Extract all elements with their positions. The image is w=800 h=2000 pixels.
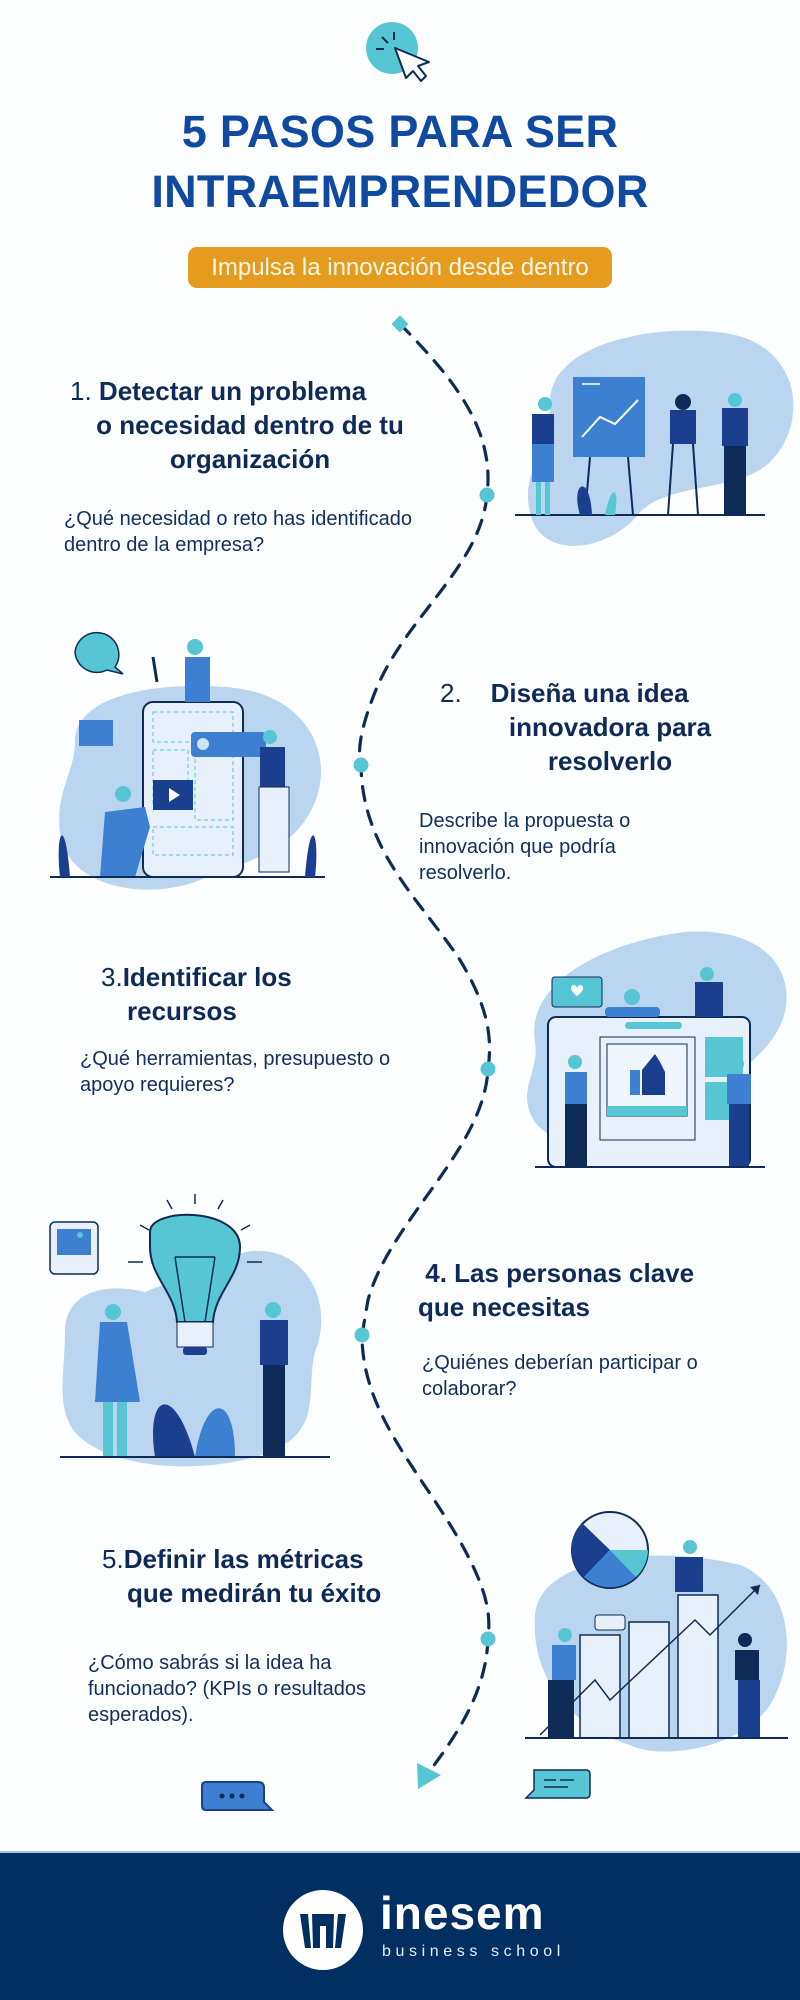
step-5-title-first: Definir las métricas <box>123 1544 364 1574</box>
step-1-title-rest: o necesidad dentro de tu organización <box>96 410 404 474</box>
team-building-mobile-app-illustration <box>50 631 325 890</box>
step-5-number: 5. <box>102 1544 124 1574</box>
step2-marker-dot <box>353 757 369 773</box>
message-chat-bubble-icon <box>524 1769 591 1799</box>
team-presentation-chart-illustration <box>515 330 794 546</box>
brand-name: inesem <box>380 1887 545 1939</box>
step3-marker-dot <box>480 1061 496 1077</box>
path-start-diamond-icon <box>391 315 409 333</box>
social-media-like-illustration <box>527 931 787 1168</box>
step4-marker-dot <box>354 1327 370 1343</box>
step-2-title-first: Diseña una idea <box>490 678 689 708</box>
subtitle-badge: Impulsa la innovación desde dentro <box>188 247 612 288</box>
step-2-title: 2. Diseña una idea innovadora para resol… <box>440 676 740 778</box>
footer <box>0 1851 800 2000</box>
step-5-title-rest: que medirán tu éxito <box>127 1578 382 1608</box>
step-1-number: 1. <box>70 376 92 406</box>
step-1-title: 1. Detectar un problema o necesidad dent… <box>70 374 410 476</box>
step-4-title-first: Las personas clave <box>454 1258 695 1288</box>
step-3-title: 3.Identificar los recursos <box>101 960 381 1028</box>
step-5-description: ¿Cómo sabrás si la idea ha funcionado? (… <box>88 1652 366 1726</box>
inesem-logo-icon[interactable] <box>283 1890 363 1970</box>
typing-chat-bubble-icon <box>201 1781 275 1811</box>
page-title: 5 PASOS PARA SER INTRAEMPRENDEDOR <box>0 102 800 222</box>
step-4-title-rest: que necesitas <box>418 1292 590 1322</box>
lightbulb-idea-team-illustration <box>49 1194 330 1467</box>
step-3-description: ¿Qué herramientas, presupuesto o apoyo r… <box>80 1048 391 1096</box>
step-3-title-first: Identificar los <box>122 962 292 992</box>
step5-marker-dot <box>480 1631 496 1647</box>
step-3-number: 3. <box>101 962 123 992</box>
step-3-title-rest: recursos <box>127 996 237 1026</box>
title-line-1: 5 PASOS PARA SER <box>181 106 619 157</box>
title-line-2: INTRAEMPRENDEDOR <box>151 166 649 217</box>
step-4-description: ¿Quiénes deberían participar o colaborar… <box>422 1352 698 1400</box>
step-5-title: 5.Definir las métricas que medirán tu éx… <box>102 1542 442 1610</box>
path-end-arrow-icon <box>417 1763 441 1789</box>
step-2-number: 2. <box>440 678 462 708</box>
step-4-title: 4. Las personas clave que necesitas <box>418 1256 738 1324</box>
step-1-description: ¿Qué necesidad o reto has identificado d… <box>64 508 412 556</box>
step-1-title-first: Detectar un problema <box>98 376 367 406</box>
brand-tagline: business school <box>382 1943 565 1960</box>
cursor-click-icon <box>366 22 430 82</box>
step-2-description: Describe la propuesta o innovación que p… <box>419 810 631 884</box>
step1-marker-dot <box>479 487 495 503</box>
growth-bar-chart-illustration <box>525 1511 788 1752</box>
step-4-number: 4. <box>425 1258 447 1288</box>
step-2-title-rest: innovadora para resolverlo <box>508 712 712 776</box>
